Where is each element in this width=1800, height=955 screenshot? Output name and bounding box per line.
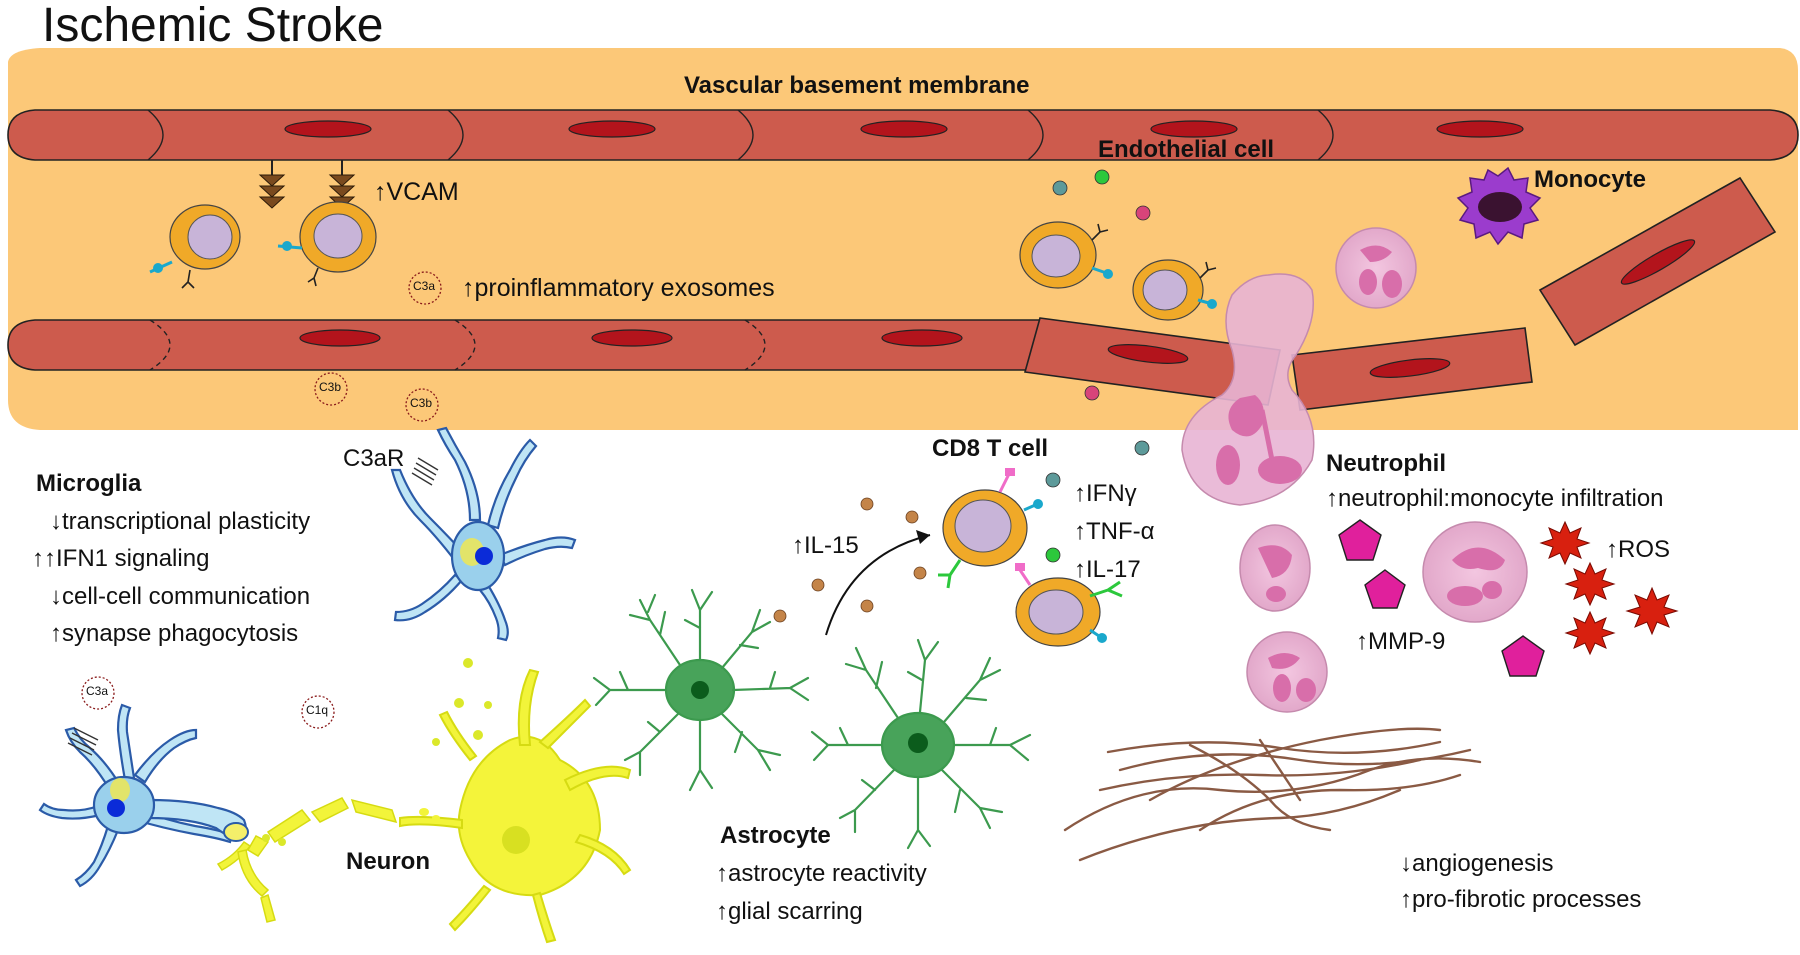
il15-arrow bbox=[825, 534, 931, 636]
fibrosis-effect: ↓angiogenesis bbox=[1400, 850, 1554, 877]
microglia-heading: Microglia bbox=[36, 470, 142, 497]
label-neutrophil-effect: ↑neutrophil:monocyte infiltration bbox=[1326, 485, 1664, 512]
label-neuron: Neuron bbox=[346, 848, 430, 875]
neutrophil-cell bbox=[1422, 521, 1528, 623]
label-c3a: C3a bbox=[413, 279, 436, 293]
astrocyte-effect: ↑astrocyte reactivity bbox=[716, 860, 927, 887]
astrocyte-cell bbox=[810, 638, 1032, 850]
label-endothelial-cell: Endothelial cell bbox=[1098, 136, 1275, 163]
label-proinflammatory-exosomes: ↑proinflammatory exosomes bbox=[462, 274, 775, 302]
upper-endothelium bbox=[7, 109, 1799, 161]
lower-endothelium bbox=[7, 176, 1777, 411]
microglia-effect: ↓transcriptional plasticity bbox=[50, 508, 311, 535]
label-c3b: C3b bbox=[319, 380, 342, 394]
mmp9-molecule bbox=[1338, 519, 1545, 677]
page-title: Ischemic Stroke bbox=[42, 0, 384, 52]
label-vascular-basement-membrane: Vascular basement membrane bbox=[684, 72, 1030, 99]
tcell-cytokine: ↑IFNγ bbox=[1074, 480, 1137, 507]
vcam-arrows bbox=[258, 160, 356, 209]
ros-star bbox=[1539, 520, 1679, 656]
microglia-cell bbox=[390, 426, 577, 642]
c3ar-receptor bbox=[67, 727, 99, 756]
neuron-debris bbox=[262, 658, 492, 846]
neuron-axon bbox=[216, 797, 440, 923]
t-cell bbox=[1019, 221, 1113, 289]
cytokine-dot bbox=[1045, 547, 1061, 563]
microglia-effect: ↑↑IFN1 signaling bbox=[32, 545, 210, 572]
label-c3ar: C3aR bbox=[343, 445, 405, 472]
cytokine-dot bbox=[1135, 205, 1151, 221]
microglia-effect: ↓cell-cell communication bbox=[50, 583, 311, 610]
neuron-cell bbox=[399, 668, 632, 944]
astrocyte-effect: ↑glial scarring bbox=[716, 898, 863, 925]
label-vcam: ↑VCAM bbox=[374, 178, 459, 206]
tcell-cytokine: ↑IL-17 bbox=[1074, 556, 1141, 583]
label-cd8-t-cell: CD8 T cell bbox=[932, 435, 1049, 462]
cytokine-dot bbox=[1045, 472, 1061, 488]
t-cell bbox=[149, 204, 241, 289]
cd8-t-cell bbox=[938, 468, 1043, 589]
fibrotic-fibers bbox=[1063, 727, 1482, 862]
il15-molecules bbox=[773, 497, 927, 623]
cytokine-dot bbox=[1094, 169, 1110, 185]
engulfed-synapse bbox=[223, 822, 249, 842]
label-il15: ↑IL-15 bbox=[792, 532, 859, 559]
neutrophil-cell bbox=[1335, 227, 1417, 309]
transmigrating-neutrophil bbox=[1181, 273, 1315, 506]
microglia-cell bbox=[38, 703, 247, 888]
t-cell bbox=[1132, 259, 1217, 321]
label-astrocyte: Astrocyte bbox=[720, 822, 831, 849]
cytokine-dot bbox=[1134, 440, 1150, 456]
monocyte-nucleus bbox=[1478, 192, 1522, 222]
label-ros: ↑ROS bbox=[1606, 536, 1671, 563]
label-c1q: C1q bbox=[306, 703, 329, 717]
label-mmp9: ↑MMP-9 bbox=[1356, 628, 1446, 655]
neutrophil-cell bbox=[1239, 524, 1311, 612]
microglia-effect: ↑synapse phagocytosis bbox=[50, 620, 299, 647]
complement-circles bbox=[81, 271, 442, 729]
t-cell bbox=[277, 201, 377, 287]
neutrophil-cell bbox=[1246, 631, 1328, 713]
label-c3b: C3b bbox=[410, 396, 433, 410]
label-neutrophil: Neutrophil bbox=[1326, 450, 1446, 477]
fibrosis-effect: ↑pro-fibrotic processes bbox=[1400, 886, 1642, 913]
tcell-cytokine: ↑TNF-α bbox=[1074, 518, 1155, 545]
cytokine-dot bbox=[1052, 180, 1068, 196]
label-monocyte: Monocyte bbox=[1534, 166, 1647, 193]
il15-arrowhead bbox=[916, 530, 930, 544]
label-c3a: C3a bbox=[86, 684, 109, 698]
c3ar-receptor bbox=[411, 457, 439, 486]
cytokine-dot bbox=[1084, 385, 1100, 401]
cd8-t-cell bbox=[1015, 563, 1123, 647]
astrocyte-cell bbox=[592, 588, 810, 792]
